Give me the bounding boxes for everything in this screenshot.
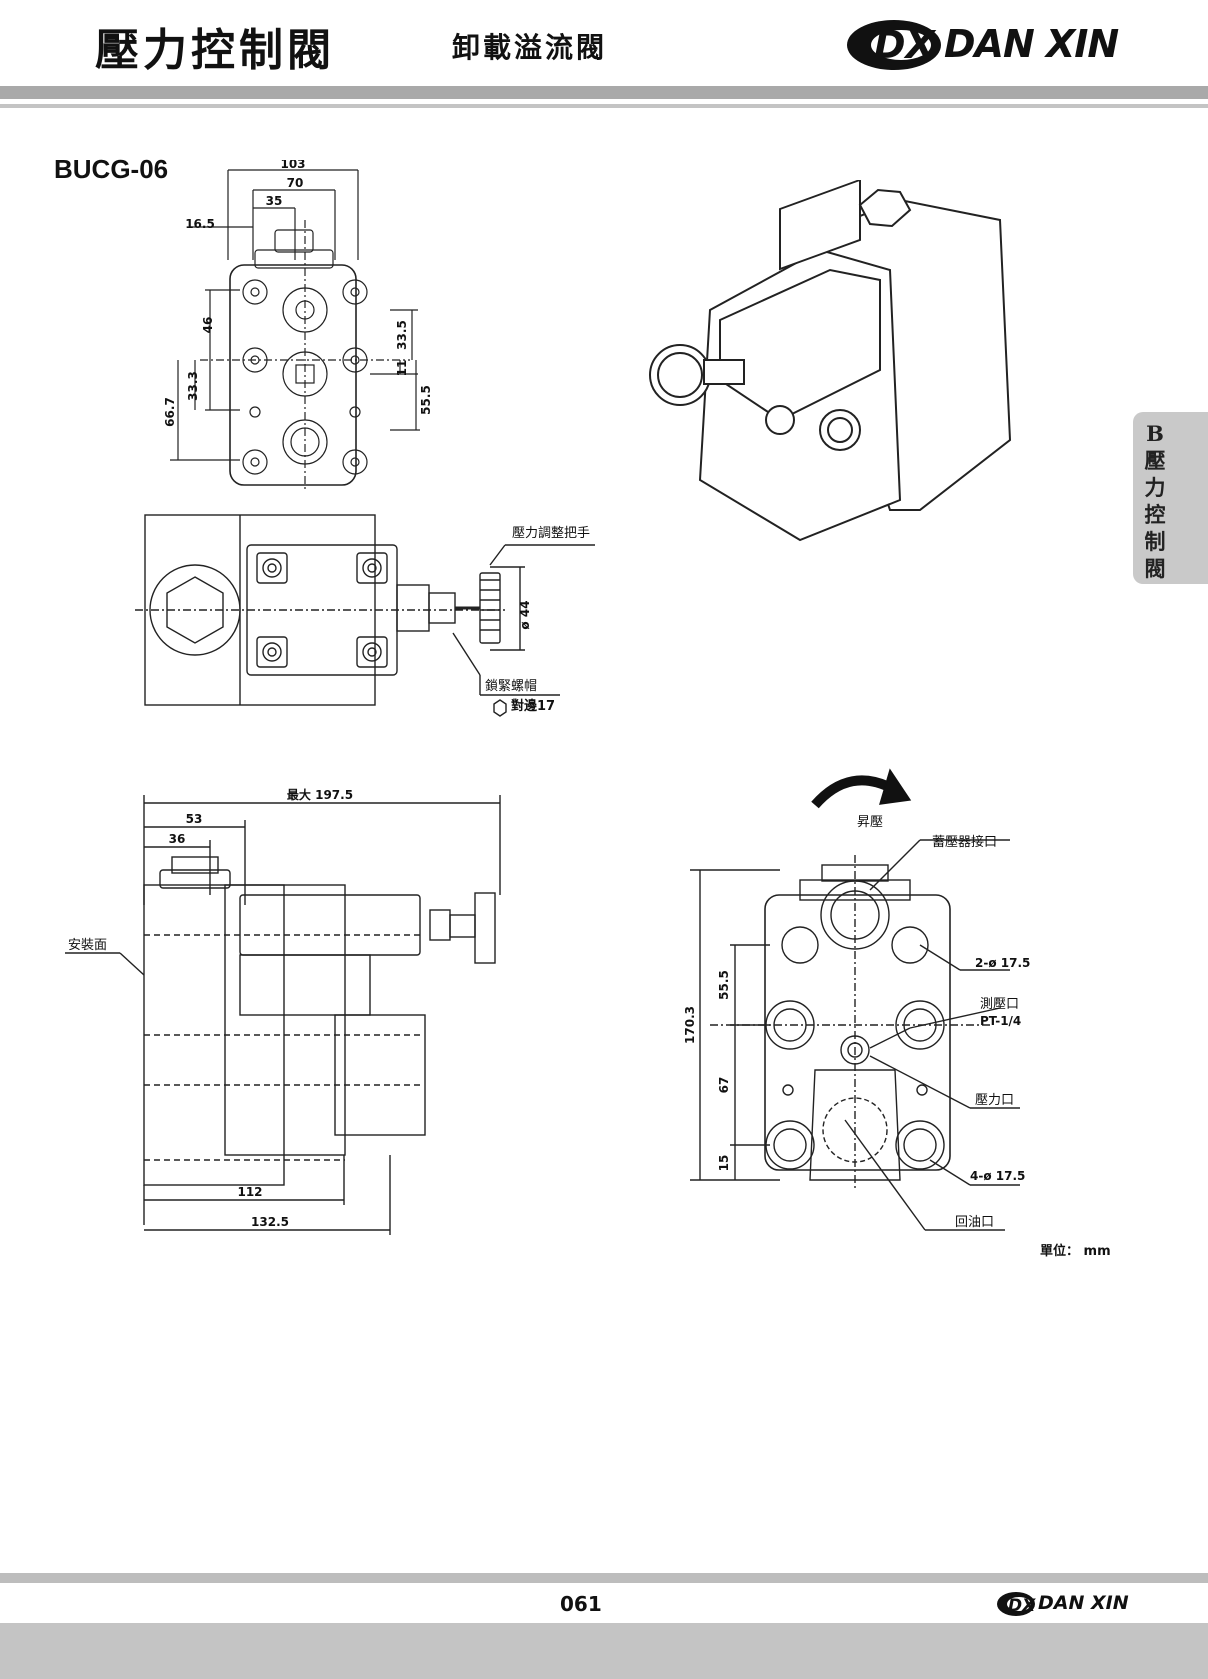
- side-view-drawing: 壓力調整把手 ø 44 鎖緊螺帽 對邊17: [135, 514, 595, 717]
- valve-3d-illustration: [649, 180, 1012, 542]
- logo-text: DAN XIN: [944, 22, 1119, 66]
- front-view-drawing: 最大 197.5 53 36 安裝面 112 132.5: [65, 787, 501, 1235]
- return-port-label: 回油口: [955, 1215, 994, 1230]
- raise-label: 昇壓: [857, 815, 883, 830]
- top-view-drawing: 103 70 35 16.5 46 33.3 66.7 33.5 11 55.5: [163, 160, 433, 490]
- dim-70: 70: [287, 176, 304, 190]
- dim-max-197-5: 最大 197.5: [287, 787, 353, 802]
- section-tab-label: B壓力控制閥: [1144, 421, 1166, 581]
- footer-logo-mark-icon: DX: [997, 1592, 1036, 1616]
- dim-46: 46: [201, 317, 215, 334]
- dim-4-holes: 4-ø 17.5: [970, 1169, 1025, 1183]
- footer-logo-text: DAN XIN: [1038, 1592, 1129, 1614]
- model-number: BUCG-06: [54, 154, 169, 184]
- page-subtitle: 卸載溢流閥: [452, 31, 608, 64]
- page-title: 壓力控制閥: [95, 25, 335, 76]
- header-divider: [0, 86, 1208, 99]
- footer-band: [0, 1623, 1208, 1679]
- dim-33-3: 33.3: [186, 371, 200, 401]
- test-port-thread: PT-1/4: [980, 1014, 1021, 1028]
- header-divider-thin: [0, 104, 1208, 108]
- dim-15: 15: [717, 1155, 731, 1172]
- across-flats-label: 對邊17: [511, 698, 555, 714]
- dim-103: 103: [280, 160, 305, 171]
- locknut-label: 鎖緊螺帽: [485, 678, 537, 694]
- dim-33-5: 33.5: [395, 320, 409, 350]
- dim-112: 112: [237, 1185, 262, 1199]
- footer-divider: [0, 1573, 1208, 1583]
- dim-53: 53: [186, 812, 203, 826]
- logo-mark-letters: DX: [874, 23, 937, 67]
- footer-logo-mark-letters: DX: [1008, 1596, 1036, 1616]
- bottom-view-drawing: 昇壓 蓄壓器接口 2-ø 17.5 測壓口 PT-1/4 壓力口 4-ø 17.…: [683, 768, 1030, 1231]
- page-number: 061: [560, 1592, 602, 1616]
- dim-16-5: 16.5: [185, 217, 215, 231]
- dim-170-3: 170.3: [683, 1006, 697, 1044]
- dim-d44: ø 44: [518, 600, 532, 629]
- section-tab[interactable]: [1133, 412, 1208, 584]
- dim-36: 36: [169, 832, 186, 846]
- dim-67: 67: [717, 1077, 731, 1094]
- dim-55-5-bottom: 55.5: [717, 970, 731, 1000]
- dim-35: 35: [266, 194, 283, 208]
- dim-11: 11: [395, 360, 409, 377]
- footer-logo: DX DAN XIN: [996, 1588, 1136, 1620]
- test-port-label: 測壓口: [980, 997, 1019, 1012]
- mount-face-label: 安裝面: [68, 938, 107, 953]
- dim-55-5-top: 55.5: [419, 385, 433, 415]
- pressure-port-label: 壓力口: [975, 1093, 1014, 1108]
- dim-66-7: 66.7: [163, 397, 177, 427]
- dim-132-5: 132.5: [251, 1215, 289, 1229]
- dim-2-holes: 2-ø 17.5: [975, 956, 1030, 970]
- logo-mark-icon: DX: [847, 20, 941, 70]
- accumulator-port-label: 蓄壓器接口: [932, 834, 997, 850]
- brand-logo: DX DAN XIN: [846, 12, 1126, 74]
- unit-note: 單位： mm: [1040, 1244, 1111, 1259]
- handle-label: 壓力調整把手: [512, 526, 590, 541]
